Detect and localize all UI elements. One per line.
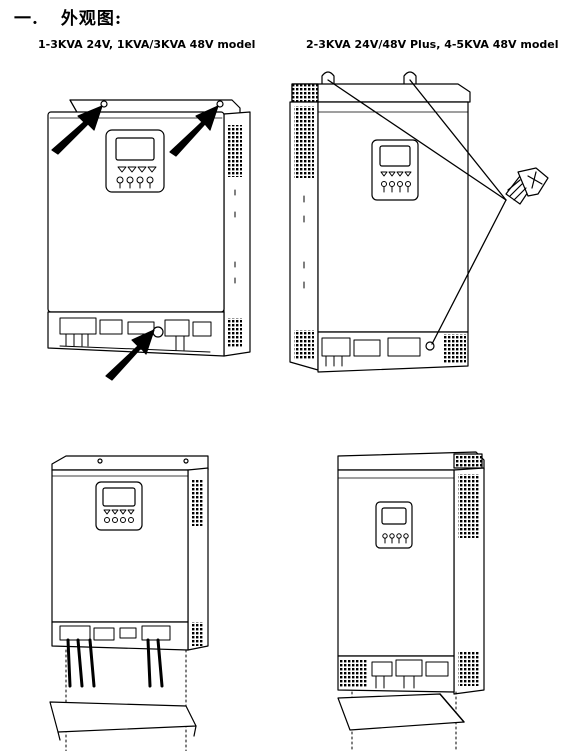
lcd-screen <box>115 137 155 161</box>
side-vent-upper <box>294 106 314 178</box>
section-title: 外观图: <box>60 9 123 29</box>
screw-icon <box>505 167 549 205</box>
inverter-bottom-right <box>337 451 485 751</box>
inverter-top-right <box>289 71 549 373</box>
right-model-caption: 2-3KVA 24V/48V Plus, 4-5KVA 48V model <box>306 38 559 51</box>
lcd-screen <box>379 145 411 167</box>
section-heading: 一. 外观图: <box>14 4 122 29</box>
lcd-control-panel <box>95 481 143 531</box>
side-vent-top <box>228 125 242 177</box>
lcd-control-panel <box>105 129 165 193</box>
lcd-screen <box>381 507 407 525</box>
ground-screw <box>152 326 164 338</box>
side-vent-lower <box>294 330 314 360</box>
wiring-terminals <box>371 659 449 689</box>
lcd-control-panel <box>375 501 413 549</box>
wiring-terminals <box>59 625 171 688</box>
lcd-control-panel <box>371 139 419 201</box>
inverter-bottom-left <box>49 455 209 751</box>
mount-screw-right <box>216 100 224 108</box>
terminal-block <box>321 337 421 367</box>
lcd-screen <box>102 487 136 507</box>
side-vent-bottom <box>228 318 242 348</box>
wiring-cover <box>49 701 197 733</box>
arrow-screw-left <box>51 105 103 155</box>
left-model-caption: 1-3KVA 24V, 1KVA/3KVA 48V model <box>38 38 256 51</box>
inverter-top-left <box>47 99 251 381</box>
section-number: 一. <box>14 9 39 29</box>
arrow-screw-right <box>169 105 219 157</box>
arrow-ground-screw <box>105 329 155 381</box>
mount-screw-left <box>100 100 108 108</box>
